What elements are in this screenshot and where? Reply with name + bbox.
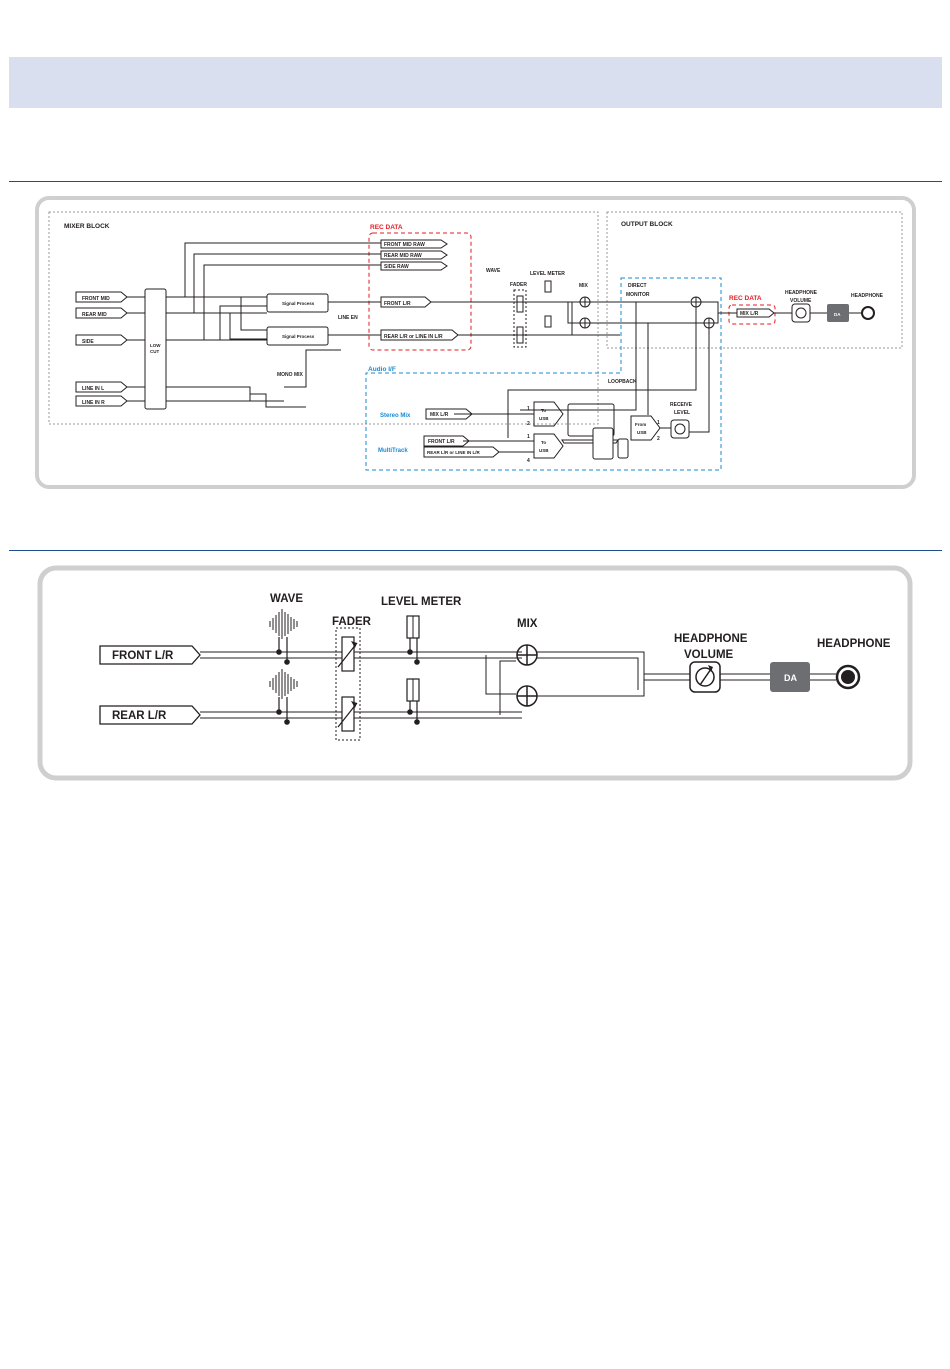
overview-front-mid-label: FRONT MID [82, 296, 110, 302]
rec-data-output-frame [728, 304, 776, 325]
signal-process-2 [266, 326, 329, 346]
signal-process-1 [266, 293, 329, 313]
overview-fader-label: FADER [510, 282, 527, 288]
overview-front-lr-label: FRONT L/R [384, 301, 411, 307]
detail-fader-box [335, 627, 361, 741]
overview-multitrack-label: MultiTrack [378, 448, 408, 454]
overview-raw-side-label: SIDE RAW [384, 264, 409, 270]
output-block-frame [606, 211, 903, 349]
overview-loopback-label: LOOPBACK [608, 379, 637, 385]
overview-mix-label: MIX [579, 283, 589, 289]
detail-rear-tag [99, 705, 201, 725]
input-side [75, 334, 128, 346]
header-band [9, 57, 942, 108]
overview-to-usb-2b: USB [539, 448, 549, 453]
detail-signal-diagram: WAVE LEVEL METER FADER MIX FRONT L/R REA… [37, 565, 913, 781]
overview-to-usb-1b: USB [539, 416, 549, 421]
detail-headphone-label: HEADPHONE [817, 638, 891, 650]
overview-mono-mix-label: MONO MIX [277, 372, 303, 378]
section-rule-top [9, 181, 942, 182]
detail-headphone-jack [835, 664, 861, 690]
overview-headphone-volume-1: HEADPHONE [785, 290, 818, 296]
detail-rear-lr-label: REAR L/R [112, 710, 167, 722]
overview-line-in-r-label: LINE IN R [82, 400, 105, 406]
overview-to-usb-2a: To [541, 440, 546, 445]
detail-mix-label: MIX [517, 618, 538, 630]
overview-rear-mid-label: REAR MID [82, 312, 107, 318]
overview-rear-lr-usb-label: REAR L/R or LINE IN L/R [427, 450, 481, 455]
mixer-block-frame [48, 211, 599, 425]
overview-mix-lr-usb-label: MIX L/R [430, 412, 449, 418]
detail-fader-label: FADER [332, 616, 372, 628]
overview-signal-diagram: MIXER BLOCK OUTPUT BLOCK REC DATA REC DA… [35, 196, 916, 489]
overview-port-1a: 1 [527, 406, 530, 412]
detail-panel [37, 565, 913, 781]
overview-side-label: SIDE [82, 339, 94, 345]
input-front-mid [75, 291, 128, 303]
overview-output-block-label: OUTPUT BLOCK [621, 221, 673, 228]
overview-rec-data-output-label: REC DATA [729, 295, 762, 302]
detail-level-meter-label: LEVEL METER [381, 596, 462, 608]
overview-signal-process-2: Signal Process [282, 334, 315, 339]
detail-front-lr-label: FRONT L/R [112, 650, 174, 662]
detail-da-block [770, 662, 810, 692]
detail-headphone-volume-1: HEADPHONE [674, 633, 748, 645]
overview-from-usb-2: USB [637, 430, 647, 435]
overview-receive-level-1: RECEIVE [670, 402, 693, 408]
overview-panel [35, 196, 916, 489]
detail-wave-icon-rear [269, 669, 298, 699]
overview-line-en-label: LINE EN [338, 315, 358, 321]
input-rear-mid [75, 307, 128, 319]
overview-line-in-l-label: LINE IN L [82, 386, 104, 392]
overview-direct-monitor-1: DIRECT [628, 283, 647, 289]
low-cut-block [144, 288, 167, 410]
overview-mixer-block-label: MIXER BLOCK [64, 223, 110, 230]
section-rule-bottom [9, 550, 942, 551]
rec-data-frame [368, 232, 472, 351]
detail-wave-icon-front [269, 609, 298, 639]
overview-da-label: DA [834, 312, 841, 317]
overview-level-meter-label: LEVEL METER [530, 271, 565, 277]
overview-signal-process-1: Signal Process [282, 301, 315, 306]
overview-port-4: 4 [527, 458, 530, 464]
overview-headphone-volume-2: VOLUME [790, 298, 812, 304]
detail-headphone-volume-knob [689, 661, 721, 693]
overview-direct-monitor-2: MONITOR [626, 292, 650, 298]
overview-raw-front-label: FRONT MID RAW [384, 242, 425, 248]
detail-da-label: DA [784, 673, 797, 683]
overview-rec-data-label: REC DATA [370, 224, 403, 231]
overview-front-lr-usb-label: FRONT L/R [428, 439, 455, 445]
overview-low-cut-label-1: LOW [150, 343, 161, 348]
overview-audio-if-label: Audio I/F [368, 366, 396, 373]
overview-da-block [827, 304, 849, 322]
overview-raw-rear-label: REAR MID RAW [384, 253, 422, 259]
overview-port-1c: 1 [657, 420, 660, 426]
overview-wave-label: WAVE [486, 268, 501, 274]
overview-mix-lr-label: MIX L/R [740, 311, 759, 317]
overview-from-usb-1: From [635, 422, 646, 427]
overview-port-1b: 1 [527, 434, 530, 440]
input-line-l [75, 381, 128, 393]
detail-front-tag [99, 645, 201, 665]
overview-port-2a: 2 [527, 421, 530, 427]
overview-stereo-mix-label: Stereo Mix [380, 413, 411, 419]
overview-rear-lr-label: REAR L/R or LINE IN L/R [384, 334, 443, 340]
overview-to-usb-1a: To [541, 408, 546, 413]
input-line-r [75, 395, 128, 407]
detail-wave-label: WAVE [270, 593, 303, 605]
overview-receive-level-2: LEVEL [674, 410, 690, 416]
overview-low-cut-label-2: CUT [150, 349, 159, 354]
overview-headphone-label: HEADPHONE [851, 293, 884, 299]
audio-if-frame [365, 277, 722, 471]
overview-port-2c: 2 [657, 436, 660, 442]
detail-headphone-volume-2: VOLUME [684, 649, 734, 661]
